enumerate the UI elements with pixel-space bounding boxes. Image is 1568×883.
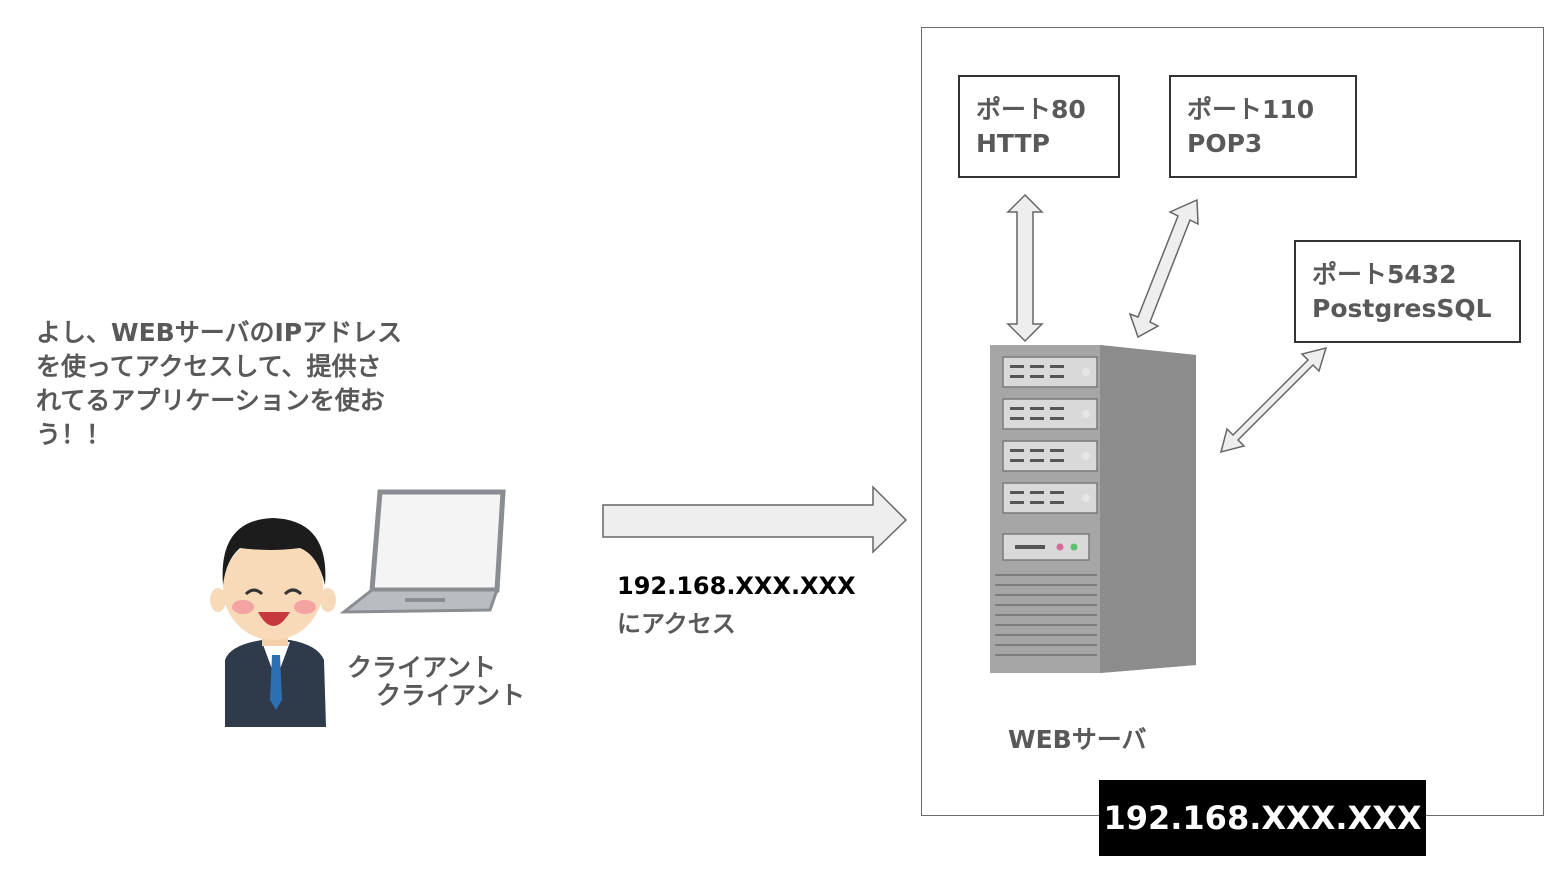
access-arrow	[602, 485, 908, 554]
port-number: ポート110	[1187, 95, 1315, 124]
web-server-label: WEBサーバ	[1008, 725, 1147, 754]
port110-arrow	[1128, 198, 1199, 339]
port-number: ポート80	[976, 95, 1086, 124]
client-speech-text: よし、WEBサーバのIPアドレス を使ってアクセスして、提供さ れてるアプリケー…	[36, 316, 456, 452]
businessman-icon	[210, 518, 336, 727]
speech-line: れてるアプリケーションを使お	[36, 386, 385, 415]
port-5432-box: ポート5432 PostgresSQL	[1294, 240, 1521, 343]
server-ip-badge: 192.168.XXX.XXX	[1099, 780, 1426, 856]
laptop-icon	[339, 489, 506, 614]
port-110-box: ポート110 POP3	[1169, 75, 1357, 178]
port80-arrow	[1006, 193, 1044, 343]
port5432-arrow	[1219, 346, 1328, 454]
port-number: ポート5432	[1312, 260, 1457, 289]
speech-line: よし、WEBサーバのIPアドレス	[36, 318, 403, 347]
speech-line: う！！	[36, 420, 112, 449]
client-label-duplicate: クライアント	[376, 681, 526, 710]
access-action-label: にアクセス	[617, 610, 736, 638]
client-label: クライアント	[347, 653, 497, 682]
access-ip-label: 192.168.XXX.XXX	[617, 572, 856, 600]
port-80-box: ポート80 HTTP	[958, 75, 1120, 178]
port-protocol: HTTP	[976, 129, 1050, 158]
speech-line: を使ってアクセスして、提供さ	[36, 352, 382, 381]
server-icon	[990, 345, 1196, 673]
port-protocol: POP3	[1187, 129, 1263, 158]
port-protocol: PostgresSQL	[1312, 294, 1492, 323]
